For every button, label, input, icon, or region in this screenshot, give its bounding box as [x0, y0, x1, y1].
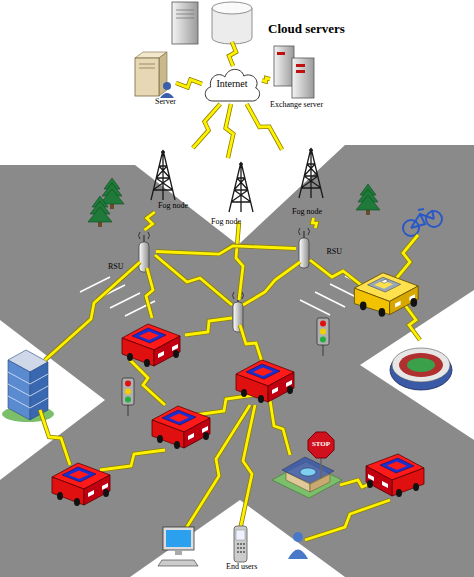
bicycle	[403, 209, 442, 236]
lightning-core	[156, 246, 296, 254]
fog-tower	[299, 148, 323, 198]
tree	[88, 196, 112, 227]
lightning-core	[226, 104, 234, 158]
car	[52, 463, 110, 506]
taxi	[354, 273, 418, 317]
parking-lines	[80, 276, 375, 316]
traffic-light	[122, 378, 134, 416]
rsu: RSU	[108, 230, 156, 274]
car	[236, 360, 294, 403]
wireless-link	[40, 42, 420, 540]
lightning-link	[145, 212, 155, 230]
exchange-server-icon: Exchange server	[270, 38, 322, 112]
node-label: STOP	[308, 441, 334, 449]
rsu-antenna	[139, 232, 150, 272]
wireless-link	[40, 42, 420, 540]
fog-node: Fog node	[202, 158, 250, 228]
node-label: Fog node	[148, 202, 198, 211]
node-label: Exchange server	[270, 101, 322, 110]
rsu-antenna	[299, 228, 310, 268]
fog-node: Fog node	[148, 148, 198, 212]
node-label: Internet	[202, 78, 262, 89]
ground	[360, 290, 474, 440]
lightning-core	[312, 218, 316, 228]
exchange-server	[274, 46, 314, 98]
stop-sign: STOP	[308, 432, 334, 458]
lightning-link	[156, 246, 296, 254]
lightning-link	[226, 104, 234, 158]
lightning-core	[262, 78, 270, 81]
ground	[0, 320, 105, 480]
sign-pole	[320, 456, 322, 478]
fog-tower	[229, 162, 253, 212]
lightning-outline	[226, 104, 234, 158]
lightning-link	[247, 104, 282, 150]
traffic-light	[317, 318, 329, 356]
stadium	[390, 348, 452, 390]
tower-server	[172, 2, 198, 44]
lightning-outline	[176, 80, 202, 88]
node-label: Fog node	[202, 218, 250, 227]
ground	[0, 0, 474, 245]
lightning-outline	[312, 218, 316, 228]
lightning-outline	[262, 78, 270, 81]
lightning-outline	[247, 104, 282, 150]
server-icon: Server	[120, 52, 176, 112]
computer	[158, 527, 198, 566]
fog-node: Fog node	[282, 146, 332, 218]
node-label: Fog node	[282, 208, 332, 217]
restaurant	[272, 457, 342, 498]
car	[152, 406, 210, 449]
lightning-outline	[193, 104, 220, 148]
workstation	[135, 52, 174, 98]
lightning-outline	[145, 212, 155, 230]
person	[288, 532, 308, 559]
node-label: RSU	[108, 263, 156, 272]
lightning-link	[176, 80, 202, 88]
lightning-link	[312, 218, 316, 228]
lightning-link	[262, 78, 270, 81]
lightning-core	[247, 104, 282, 150]
car	[122, 324, 180, 367]
lightning-core	[193, 104, 220, 148]
rsu: RSU	[296, 228, 342, 268]
group-label: End users	[226, 563, 257, 572]
lightning-core	[176, 80, 202, 88]
lightning-outline	[156, 246, 296, 254]
node-label: Server	[120, 98, 176, 107]
fog-tower	[151, 150, 175, 200]
lightning-core	[145, 212, 155, 230]
internet-cloud: Internet	[202, 66, 262, 104]
node-label: RSU	[296, 248, 342, 257]
tree	[356, 184, 380, 215]
group-title: Cloud servers	[268, 22, 345, 36]
database	[212, 2, 252, 44]
car	[366, 454, 424, 497]
lightning-link	[193, 104, 220, 148]
octagon-path	[308, 432, 334, 458]
phone	[234, 526, 247, 562]
